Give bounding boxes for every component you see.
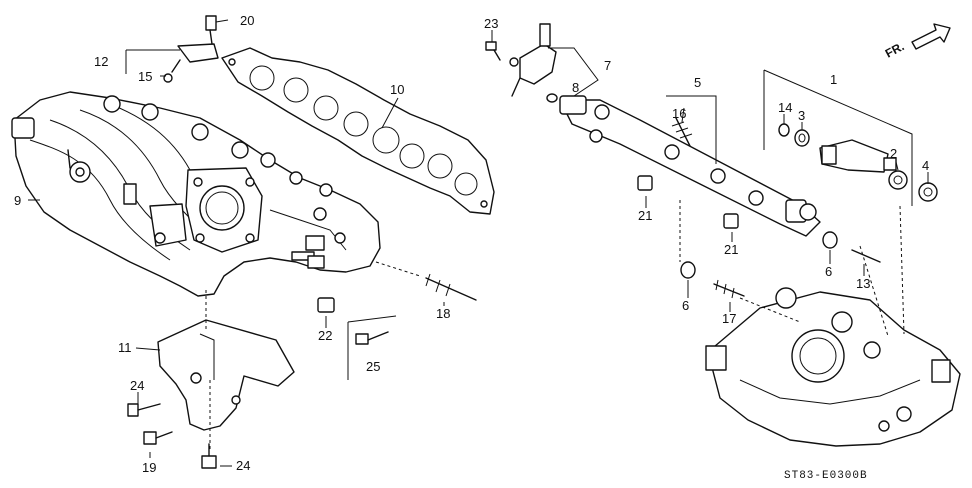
callout-1: 1 [830, 72, 837, 87]
o-ring-8-part [546, 93, 558, 103]
bolt-19-part [143, 431, 173, 445]
callout-6-right: 6 [825, 264, 832, 279]
collar-6b-part [680, 261, 696, 279]
front-direction-arrow-icon: FR. [883, 23, 951, 61]
callout-23: 23 [484, 16, 498, 31]
callout-5: 5 [694, 75, 701, 90]
manifold-gasket-part [221, 47, 495, 215]
callout-8: 8 [572, 80, 579, 95]
stud-18-part [425, 273, 477, 301]
callout-21-upper: 21 [638, 208, 652, 223]
washer-14-part [778, 123, 790, 137]
manifold-bracket-part [157, 319, 295, 431]
callout-16: 16 [672, 106, 686, 121]
front-direction-label: FR. [883, 39, 907, 60]
nut-21a-part [637, 175, 653, 191]
callout-24-left: 24 [130, 378, 144, 393]
callout-7: 7 [604, 58, 611, 73]
callout-2: 2 [890, 146, 897, 161]
intake-manifold-part [11, 91, 381, 297]
fuel-rail-part [559, 95, 821, 237]
nut-21b-part [723, 213, 739, 229]
leader-lines [28, 19, 929, 467]
stud-17-part [713, 279, 745, 299]
callout-15: 15 [138, 69, 152, 84]
callout-4: 4 [922, 158, 929, 173]
bolt-23-part [485, 41, 501, 61]
callout-24-bottom: 24 [236, 458, 250, 473]
callout-17: 17 [722, 311, 736, 326]
bolt-25-part [355, 331, 389, 345]
injector-part [819, 139, 897, 173]
collar-6a-part [822, 231, 838, 249]
callout-19: 19 [142, 460, 156, 475]
map-sensor-part [163, 15, 219, 83]
bolt-24a-part [127, 403, 161, 417]
callout-13: 13 [856, 276, 870, 291]
callout-22: 22 [318, 328, 332, 343]
callout-numbers: 20 12 15 9 10 23 7 8 5 1 14 3 16 2 4 21 … [14, 13, 929, 475]
callout-14: 14 [778, 100, 792, 115]
callout-9: 9 [14, 193, 21, 208]
callout-21-lower: 21 [724, 242, 738, 257]
nut-22-part [317, 297, 335, 313]
fuel-pressure-regulator-part [509, 23, 557, 97]
cylinder-head-reference-part [705, 287, 961, 447]
callout-3: 3 [798, 108, 805, 123]
callout-25: 25 [366, 359, 380, 374]
diagram-code: ST83-E0300B [784, 470, 868, 482]
stud-13-part [851, 249, 881, 263]
callout-6-left: 6 [682, 298, 689, 313]
callout-18: 18 [436, 306, 450, 321]
callout-10: 10 [390, 82, 404, 97]
callout-11: 11 [118, 340, 132, 355]
bolt-24b-part [201, 443, 217, 469]
seal-ring-2-part [888, 170, 908, 190]
callout-20: 20 [240, 13, 254, 28]
stud-16-part [671, 117, 693, 147]
cushion-ring-4-part [918, 182, 938, 202]
seal-3-part [794, 129, 810, 147]
callout-12: 12 [94, 54, 108, 69]
